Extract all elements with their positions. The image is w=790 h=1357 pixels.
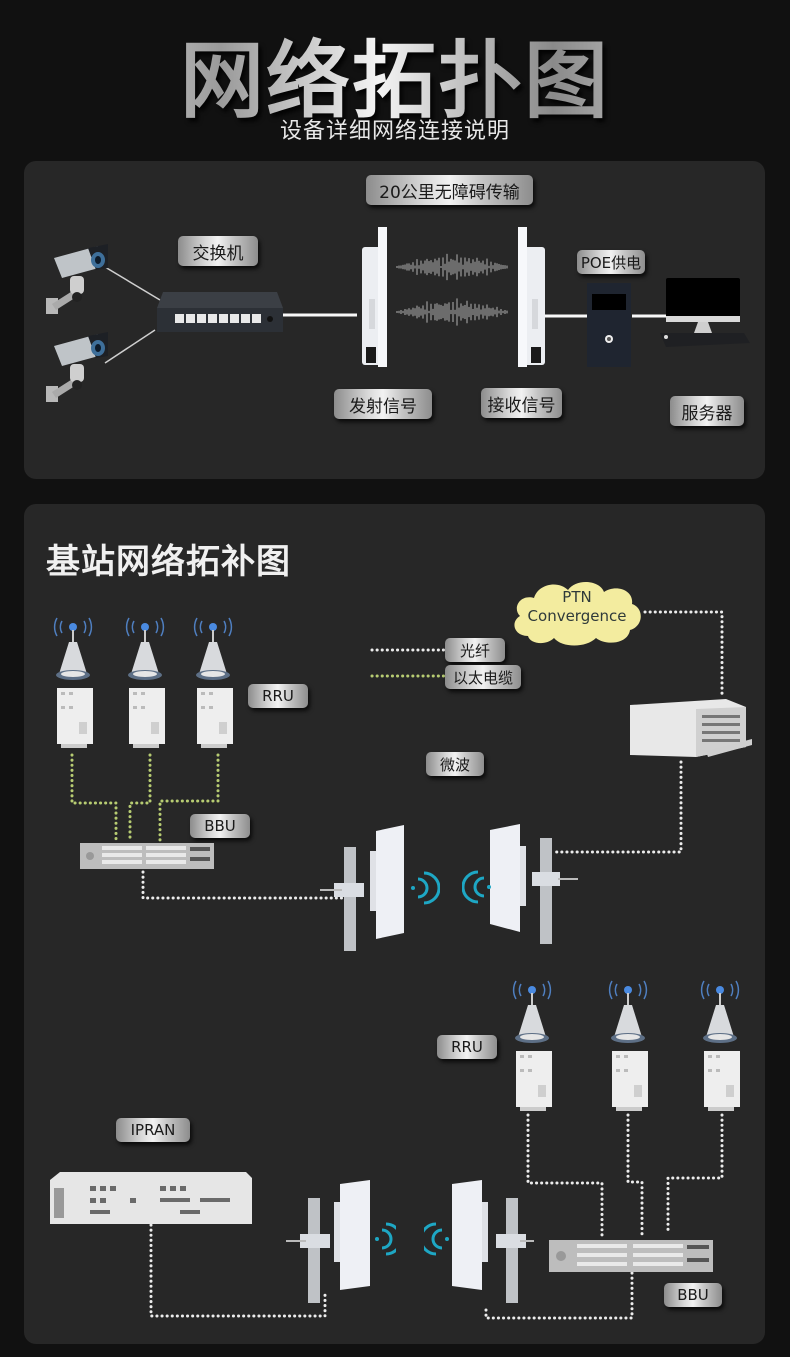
page-subtitle: 设备详细网络连接说明: [279, 119, 510, 144]
p2p-connection-lines: [104, 266, 668, 364]
rru-label-bottom: RRU: [437, 1035, 497, 1059]
ptn-microwave-fiber: [550, 760, 683, 854]
cell-tower-icon: [512, 980, 552, 1111]
receive-signal-label: 接收信号: [481, 388, 562, 418]
cell-tower-icon: [193, 617, 233, 748]
bbu-unit-bottom-icon: [549, 1240, 713, 1272]
rru5-bbu-fiber: [626, 1113, 644, 1239]
camera1-link: [104, 266, 161, 301]
fiber-legend-label: 光纤: [445, 638, 505, 662]
ipran-microwave-fiber: [149, 1223, 327, 1318]
microwave-antenna-bottom-right-icon: [424, 1180, 534, 1303]
section-title: 基站网络拓补图: [46, 542, 291, 582]
cell-tower-icon: [53, 617, 93, 748]
camera-icon: [46, 332, 108, 402]
tower-rru-bottom-2: [600, 975, 656, 1119]
distance-label: 20公里无障碍传输: [366, 175, 533, 205]
rru2-bbu-ethernet: [128, 753, 152, 844]
cloud-line1: PTN: [562, 588, 592, 606]
receiver-antenna-icon: [518, 227, 545, 367]
signal-waveform: [396, 253, 508, 326]
ipran-router-icon: [50, 1172, 252, 1224]
cell-tower-icon: [700, 980, 740, 1111]
server-label: 服务器: [670, 396, 744, 426]
cell-tower-icon: [125, 617, 165, 748]
tower-rru-bottom-3: [692, 975, 748, 1119]
transmitter-antenna-icon: [362, 227, 387, 367]
ptn-equipment-icon: [630, 699, 752, 757]
bbu-microwave-fiber: [141, 870, 347, 900]
ethernet-legend-label: 以太电缆: [445, 665, 521, 689]
microwave-label: 微波: [426, 752, 484, 776]
tower-rru-top-1: [45, 612, 101, 756]
camera-icon: [46, 244, 108, 314]
microwave-antenna-bottom-left-icon: [286, 1180, 396, 1303]
rru3-bbu-ethernet: [158, 753, 220, 842]
bbu-microwave-fiber-bottom: [484, 1271, 634, 1320]
tower-rru-top-3: [185, 612, 241, 756]
rru4-bbu-fiber: [526, 1113, 604, 1237]
camera2-link: [104, 329, 156, 364]
poe-injector-icon: [587, 283, 631, 367]
p2p-topology-panel: [24, 161, 765, 479]
microwave-antenna-left-icon: [320, 825, 440, 951]
tower-rru-bottom-1: [504, 975, 560, 1119]
rru1-bbu-ethernet: [70, 753, 118, 844]
rru6-bbu-fiber: [666, 1113, 724, 1236]
poe-label: POE供电: [577, 250, 645, 274]
cell-tower-icon: [608, 980, 648, 1111]
server-computer-icon: [660, 278, 750, 347]
tower-rru-top-2: [117, 612, 173, 756]
transmit-signal-label: 发射信号: [334, 389, 432, 419]
bbu-unit-icon: [80, 843, 214, 869]
cloud-ptn-fiber: [643, 610, 724, 697]
cloud-line2: Convergence: [527, 607, 627, 625]
ptn-cloud-icon: [514, 581, 641, 646]
ptn-cloud-label: PTN Convergence: [510, 588, 644, 626]
ipran-label: IPRAN: [116, 1118, 190, 1142]
bbu-label-bottom: BBU: [664, 1283, 722, 1307]
page-title: 网络拓扑图: [0, 14, 790, 135]
rru-label-top: RRU: [248, 684, 308, 708]
switch-label: 交换机: [178, 236, 258, 266]
microwave-antenna-right-icon: [462, 824, 578, 944]
bbu-label-top: BBU: [190, 814, 250, 838]
network-switch-icon: [157, 292, 283, 332]
